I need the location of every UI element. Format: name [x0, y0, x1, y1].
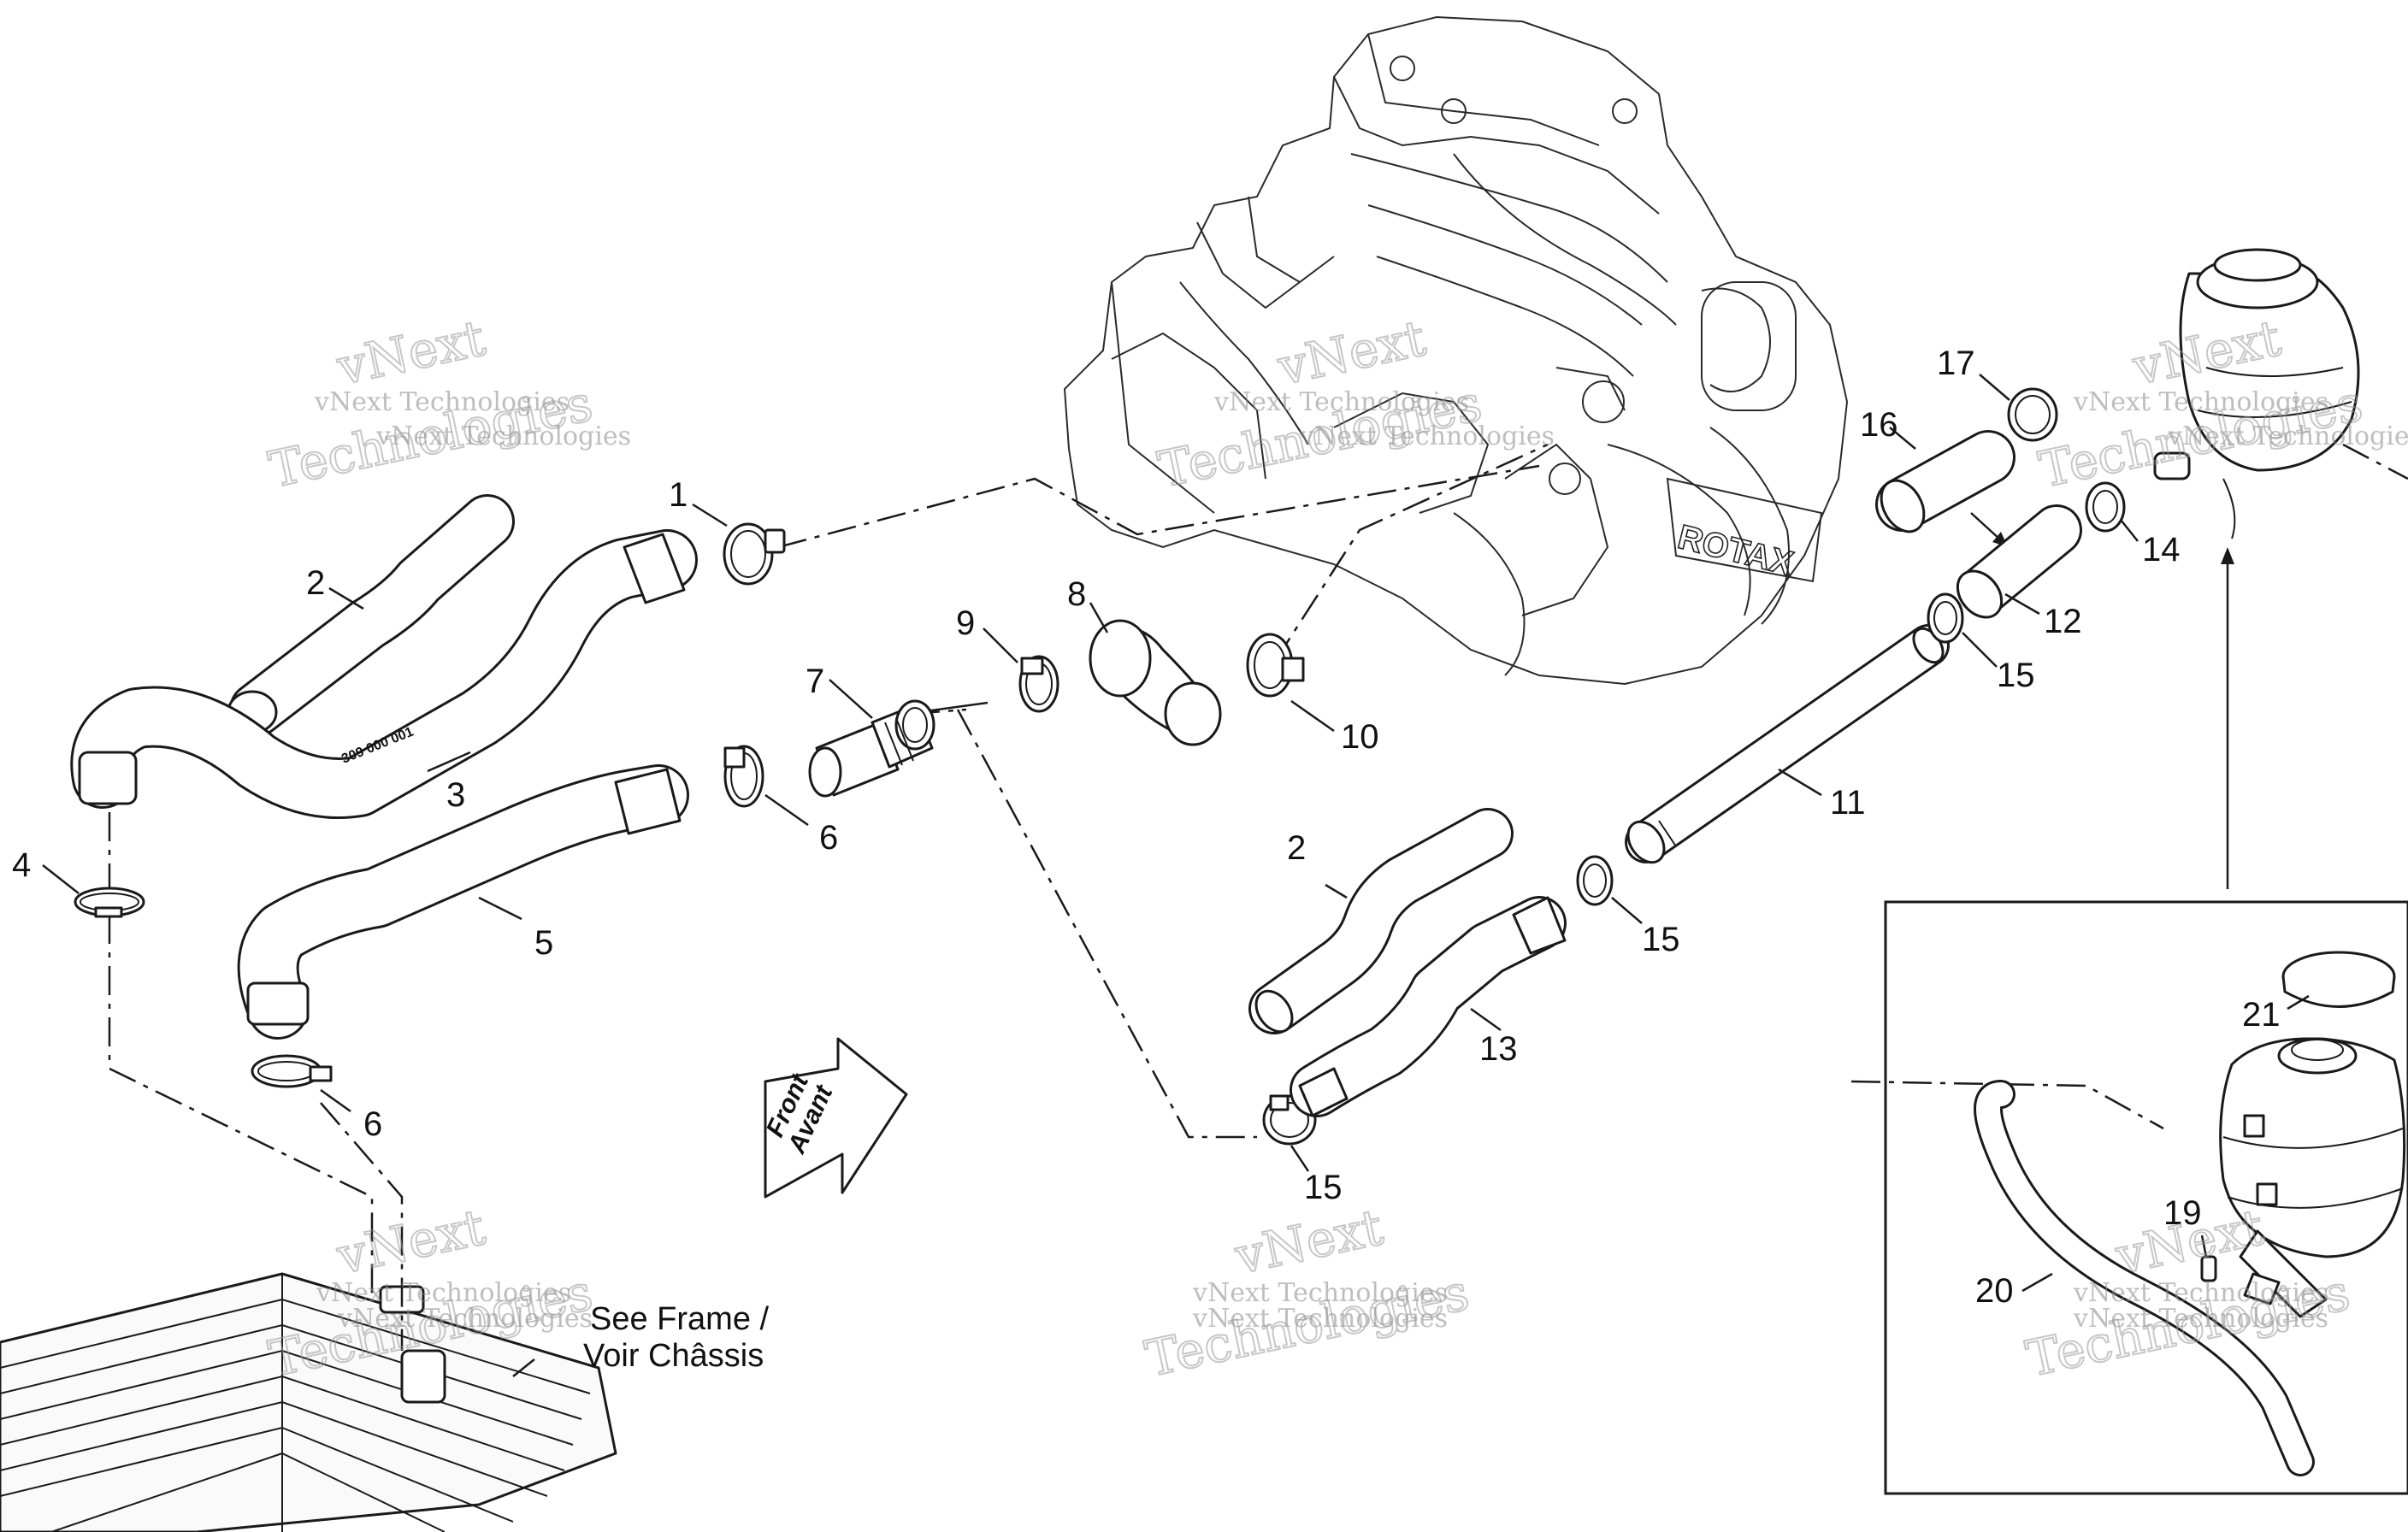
- svg-text:vNext Technologies: vNext Technologies: [2073, 1278, 2328, 1308]
- callout-2-lower: 2: [1287, 829, 1306, 867]
- svg-text:vNext Technologies: vNext Technologies: [314, 387, 570, 417]
- inset-detail-box: [1884, 900, 2408, 1495]
- callout-leaders: [42, 374, 2310, 1377]
- hose-part-20: [1974, 1080, 2315, 1476]
- hose-part-3: 309 000 001: [70, 529, 698, 819]
- callout-15-b: 15: [1642, 921, 1680, 958]
- clamp-part-15-b: [1576, 855, 1614, 906]
- svg-text:vNext Technologies: vNext Technologies: [2167, 421, 2408, 451]
- hose-part-2-upper: [227, 494, 515, 737]
- callout-13: 13: [1479, 1030, 1518, 1068]
- front-direction-arrow: Front Avant: [761, 1037, 908, 1199]
- clip-part-19: [2200, 1255, 2217, 1282]
- callout-17: 17: [1937, 345, 1975, 382]
- see-frame-line-2: Voir Châssis: [583, 1338, 764, 1374]
- clamp-part-4: [74, 887, 145, 918]
- callout-5: 5: [534, 924, 553, 962]
- svg-text:vNext Technologies: vNext Technologies: [1192, 1304, 1448, 1334]
- svg-text:vNext: vNext: [1272, 309, 1431, 397]
- callout-4: 4: [12, 846, 31, 884]
- callout-6-lower: 6: [363, 1105, 382, 1143]
- callout-16: 16: [1860, 406, 1898, 444]
- hose-part-16: [1875, 430, 2016, 533]
- watermarks: vNext vNext Technologies vNext Technolog…: [263, 308, 2408, 1389]
- callout-21: 21: [2242, 996, 2281, 1034]
- svg-text:vNext: vNext: [1230, 1198, 1388, 1286]
- svg-text:vNext Technologies: vNext Technologies: [1213, 387, 1469, 417]
- reservoir-tank-inset: [2219, 1037, 2406, 1318]
- hose-part-13: [1290, 896, 1567, 1117]
- callout-20: 20: [1975, 1272, 2014, 1310]
- callout-8: 8: [1067, 575, 1086, 613]
- hose-part-12: [1956, 504, 2082, 619]
- clamp-part-10: [1246, 633, 1305, 698]
- svg-text:vNext Technologies: vNext Technologies: [2073, 1304, 2328, 1334]
- clamp-part-6-lower: [251, 1054, 333, 1088]
- clamp-part-1: [723, 522, 786, 586]
- hose-part-5: [237, 764, 689, 1040]
- elbow-part-8: [1089, 619, 1222, 746]
- callout-19: 19: [2163, 1194, 2202, 1232]
- callout-numbers: 1 2 2 3 4 5 6 6 7 8 9 10 11 12 13 14 15 …: [12, 345, 2281, 1310]
- reservoir-cap-part-21: [2281, 951, 2396, 1008]
- svg-text:vNext Technologies: vNext Technologies: [2073, 387, 2328, 417]
- coolant-reservoir-top: [2153, 248, 2408, 539]
- watermark-2: vNext vNext Technologies vNext Technolog…: [1153, 308, 1555, 500]
- clamp-part-14: [2085, 481, 2126, 533]
- see-frame-line-1: See Frame /: [590, 1301, 770, 1337]
- svg-text:vNext: vNext: [332, 309, 490, 397]
- callout-11: 11: [1830, 784, 1866, 822]
- svg-text:vNext Technologies: vNext Technologies: [337, 1304, 593, 1334]
- callout-10: 10: [1341, 718, 1379, 756]
- svg-text:vNext Technologies: vNext Technologies: [316, 1278, 571, 1308]
- engine-illustration: ROTAX: [1063, 15, 1849, 686]
- callout-15-a: 15: [1997, 657, 2035, 694]
- hose-part-2-lower: [1248, 808, 1514, 1034]
- tube-part-11: [1625, 624, 1950, 864]
- svg-text:vNext: vNext: [332, 1198, 490, 1286]
- watermark-1: vNext vNext Technologies vNext Technolog…: [263, 308, 631, 500]
- clamp-part-17: [2007, 387, 2058, 442]
- fitting-part-7: [808, 699, 935, 798]
- see-frame-note: See Frame / Voir Châssis: [583, 1301, 770, 1374]
- callout-2-upper: 2: [306, 564, 325, 602]
- clamp-part-6-upper: [723, 745, 764, 808]
- callout-12: 12: [2044, 603, 2082, 640]
- parts: 309 000 001: [70, 387, 2126, 1199]
- clamp-part-15-a: [1927, 592, 1964, 644]
- watermark-5: vNext vNext Technologies vNext Technolog…: [1140, 1197, 1475, 1389]
- callout-1: 1: [669, 476, 688, 514]
- callout-6-upper: 6: [819, 819, 838, 857]
- svg-text:vNext Technologies: vNext Technologies: [1192, 1278, 1448, 1308]
- clamp-part-9: [1018, 655, 1059, 713]
- callout-15-c: 15: [1304, 1169, 1343, 1206]
- callout-7: 7: [806, 663, 824, 700]
- svg-text:vNext Technologies: vNext Technologies: [1299, 421, 1555, 451]
- callout-3: 3: [446, 776, 465, 814]
- callout-9: 9: [956, 604, 975, 642]
- callout-14: 14: [2142, 531, 2181, 569]
- svg-text:vNext Technologies: vNext Technologies: [375, 421, 631, 451]
- radiator-illustration: [0, 1272, 617, 1532]
